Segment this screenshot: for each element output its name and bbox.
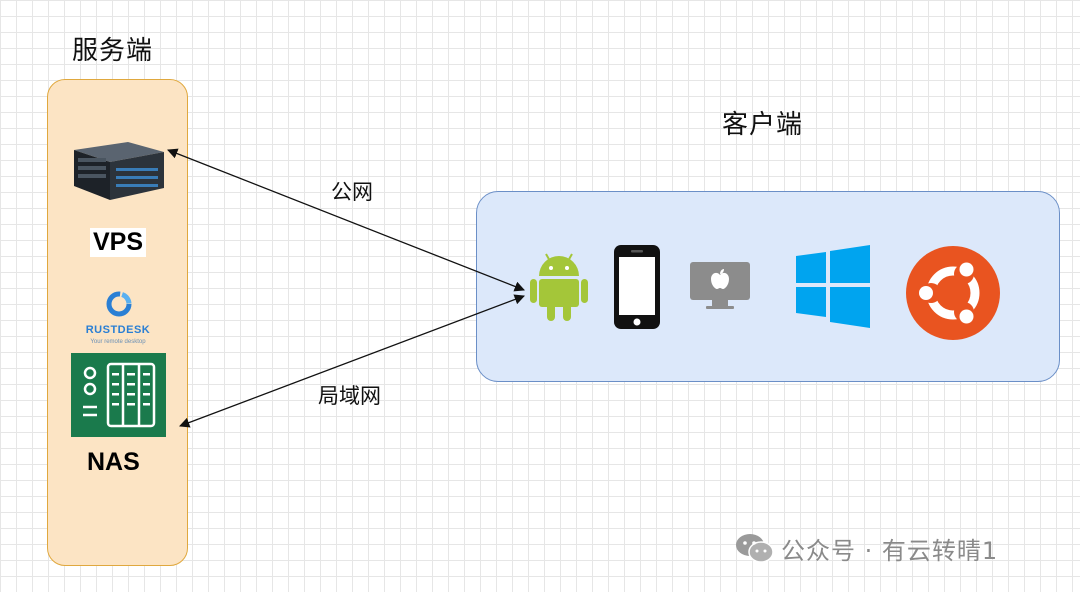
rustdesk-logo-icon <box>106 291 132 317</box>
server-title: 服务端 <box>72 36 154 66</box>
rustdesk-name: RUSTDESK <box>85 324 151 336</box>
public-network-arrow <box>167 148 525 292</box>
watermark-text: 公众号 · 有云转晴1 <box>781 536 999 565</box>
client-title: 客户端 <box>722 110 804 140</box>
mac-icon <box>690 262 750 309</box>
lan-arrow <box>179 294 525 428</box>
nas-icon <box>71 353 166 437</box>
android-icon <box>530 253 588 321</box>
lan-label: 局域网 <box>318 384 381 408</box>
watermark: 公众号 · 有云转晴1 <box>735 530 998 566</box>
wechat-icon <box>736 534 774 563</box>
rustdesk-tagline: Your remote desktop <box>90 339 146 345</box>
nas-label: NAS <box>87 448 140 476</box>
ubuntu-icon <box>906 246 1000 340</box>
vps-label: VPS <box>90 228 147 257</box>
vps-server-icon <box>74 142 164 200</box>
public-network-label: 公网 <box>331 180 373 204</box>
windows-icon <box>796 245 870 328</box>
phone-icon <box>614 245 660 329</box>
